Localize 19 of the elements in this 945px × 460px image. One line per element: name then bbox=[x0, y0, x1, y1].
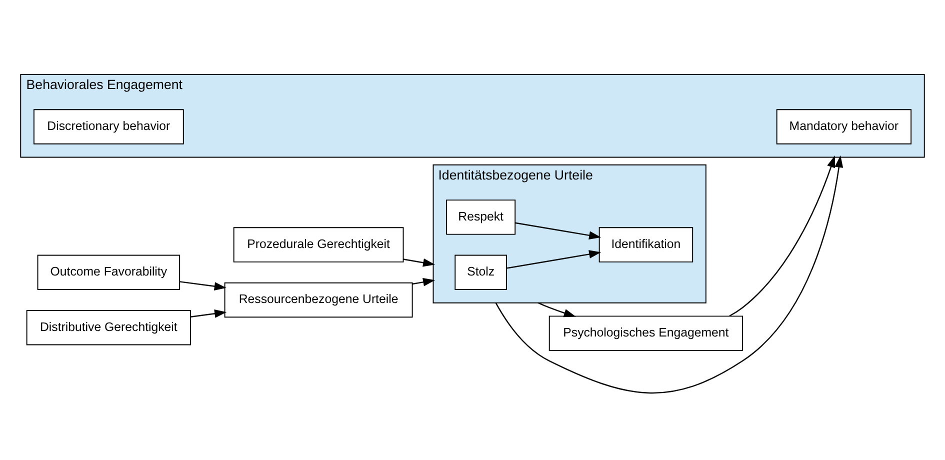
node-box: Ressourcenbezogene Urteile bbox=[224, 282, 413, 318]
node-box: Prozedurale Gerechtigkeit bbox=[233, 227, 404, 262]
node-box: Distributive Gerechtigkeit bbox=[26, 310, 191, 346]
node-box: Psychologisches Engagement bbox=[548, 316, 744, 351]
node-box: Mandatory behavior bbox=[776, 109, 912, 144]
arrow bbox=[495, 155, 844, 394]
arrow bbox=[729, 155, 836, 317]
arrow bbox=[412, 278, 436, 286]
node-box: Stolz bbox=[454, 254, 507, 290]
node-box: Outcome Favorability bbox=[37, 254, 180, 290]
node-box: Discretionary behavior bbox=[34, 109, 184, 144]
node-box: Identifikation bbox=[598, 227, 694, 262]
arrow bbox=[538, 302, 576, 318]
arrow bbox=[180, 281, 226, 290]
arrow bbox=[190, 309, 227, 318]
arrow bbox=[506, 250, 602, 269]
node-box: Respekt bbox=[446, 200, 516, 235]
arrow bbox=[515, 222, 602, 240]
arrow bbox=[403, 258, 436, 267]
